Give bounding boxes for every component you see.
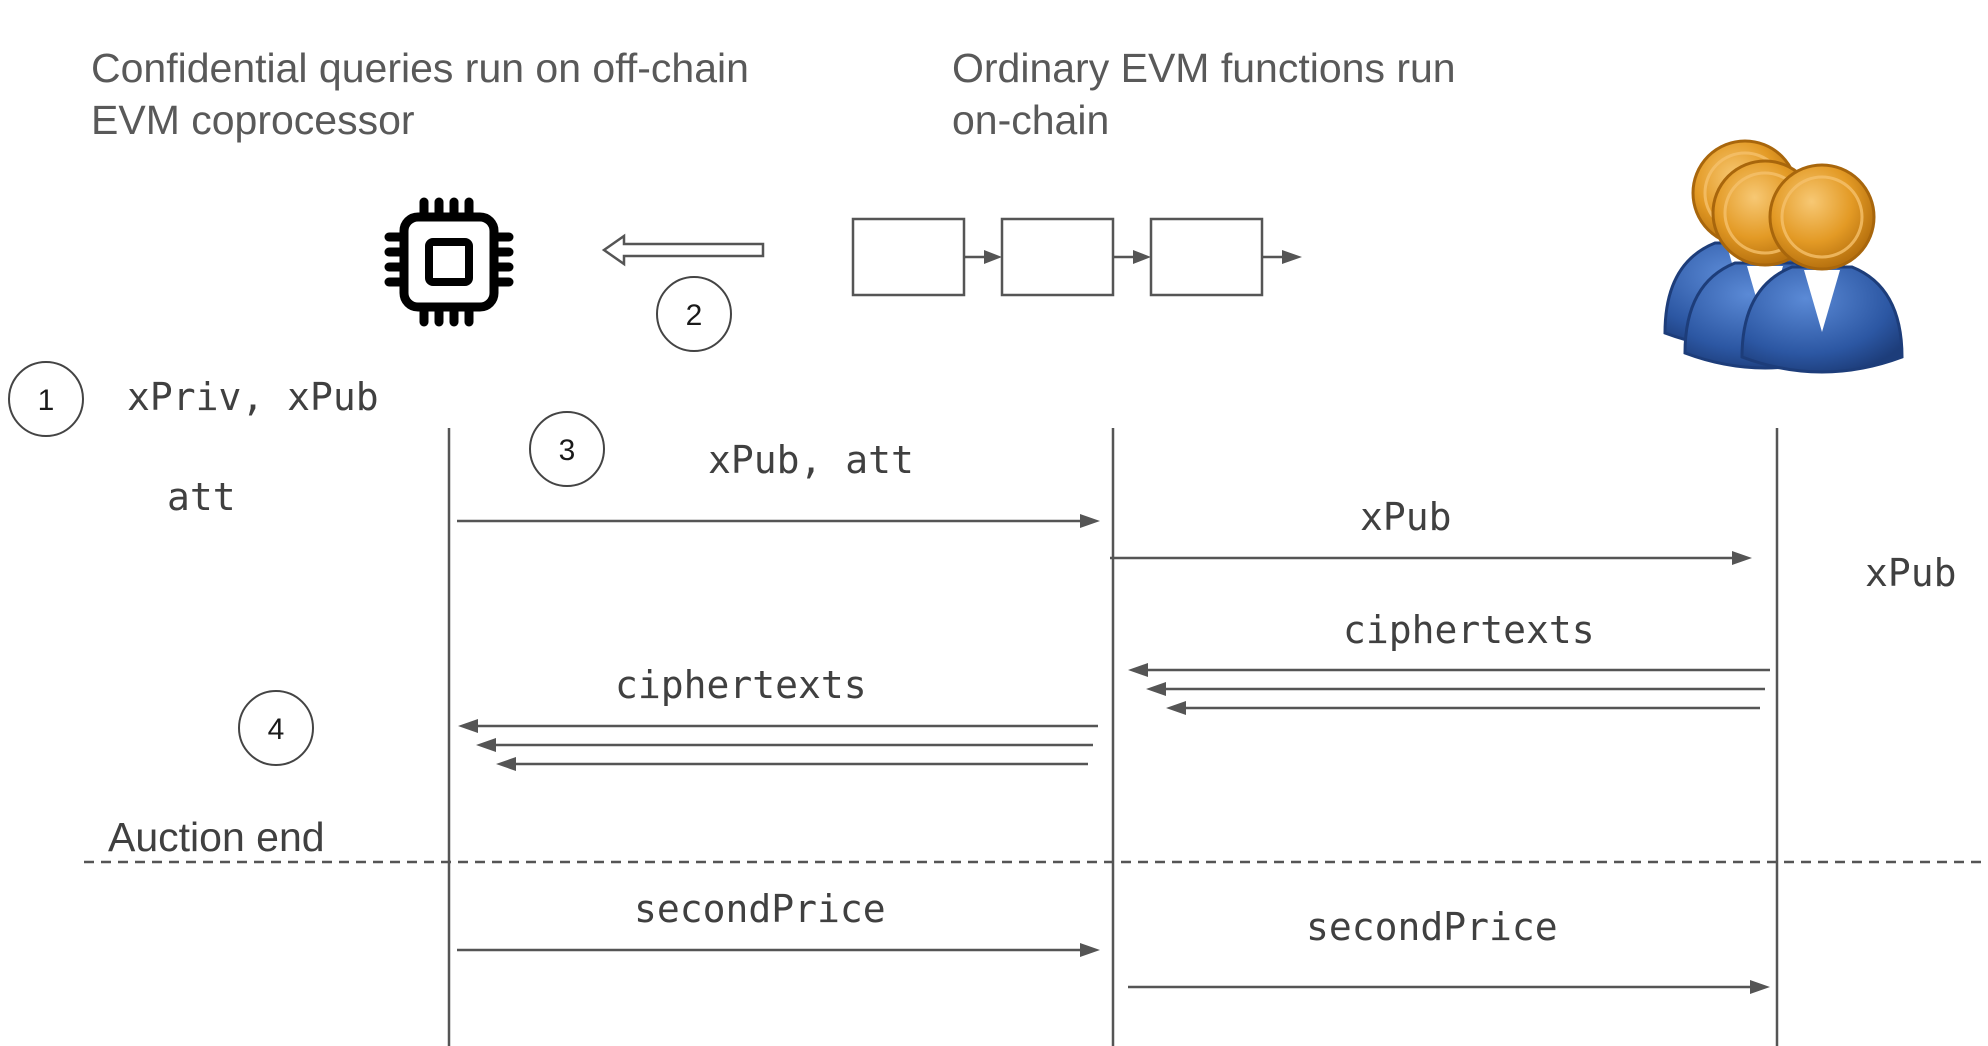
step-3-marker: 3 [529,411,605,487]
onchain-heading-line1: Ordinary EVM functions run [952,45,1456,91]
message-xpub-att-arrow [457,514,1100,528]
message-ciphertexts-users-arrows [1128,663,1770,715]
step-3-number: 3 [559,434,576,467]
step-4-marker: 4 [238,690,314,766]
att-label: att [167,475,236,519]
step-2-marker: 2 [656,276,732,352]
step-1-number: 1 [38,384,55,417]
offchain-heading-line1: Confidential queries run on off-chain [91,45,749,91]
secondprice-left-label: secondPrice [634,887,886,931]
block-chain-icon [851,217,1302,297]
message-xpub-arrow [1110,551,1752,565]
onchain-heading-line2: on-chain [952,97,1109,143]
auction-end-label: Auction end [108,814,325,860]
cpu-chip-icon [384,197,514,327]
step-2-number: 2 [686,299,703,332]
step-4-number: 4 [268,713,285,746]
ciphertexts-right-label: ciphertexts [1343,608,1595,652]
offchain-heading-line2: EVM coprocessor [91,97,415,143]
users-group-icon [1663,139,1904,374]
ciphertexts-left-label: ciphertexts [615,663,867,707]
message-secondprice-users-arrow [1128,980,1770,994]
hollow-arrow-left-icon [601,233,765,267]
xpub-right-label: xPub [1865,551,1957,595]
xpub-mid-label: xPub [1360,495,1452,539]
message-secondprice-coprocessor-arrow [457,943,1100,957]
secondprice-right-label: secondPrice [1306,905,1558,949]
message-ciphertexts-coprocessor-arrows [458,719,1098,771]
step-1-marker: 1 [8,361,84,437]
xpub-att-label: xPub, att [708,438,914,482]
keys-label: xPriv, xPub [127,375,379,419]
